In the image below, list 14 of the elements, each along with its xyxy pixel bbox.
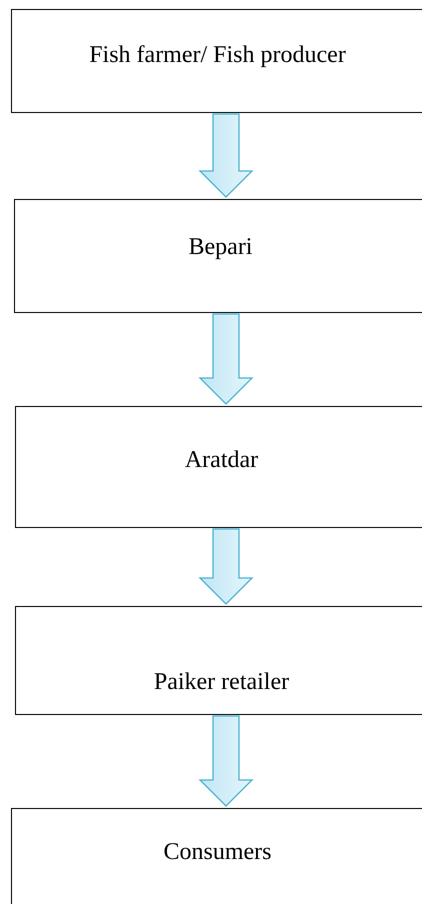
block-arrow <box>198 715 254 807</box>
box-label: Consumers <box>162 839 272 866</box>
process-box <box>14 199 422 313</box>
block-arrow <box>198 113 254 198</box>
box-label: Fish farmer/ Fish producer <box>88 42 347 69</box>
process-box <box>11 808 422 904</box>
block-arrow <box>198 528 254 605</box>
box-label: Paiker retailer <box>152 669 290 696</box>
process-box <box>15 406 422 528</box>
block-arrow <box>198 313 254 405</box>
process-box <box>11 9 422 113</box>
box-label: Bepari <box>188 234 254 261</box>
box-label: Aratdar <box>184 447 260 474</box>
process-box <box>15 606 422 715</box>
